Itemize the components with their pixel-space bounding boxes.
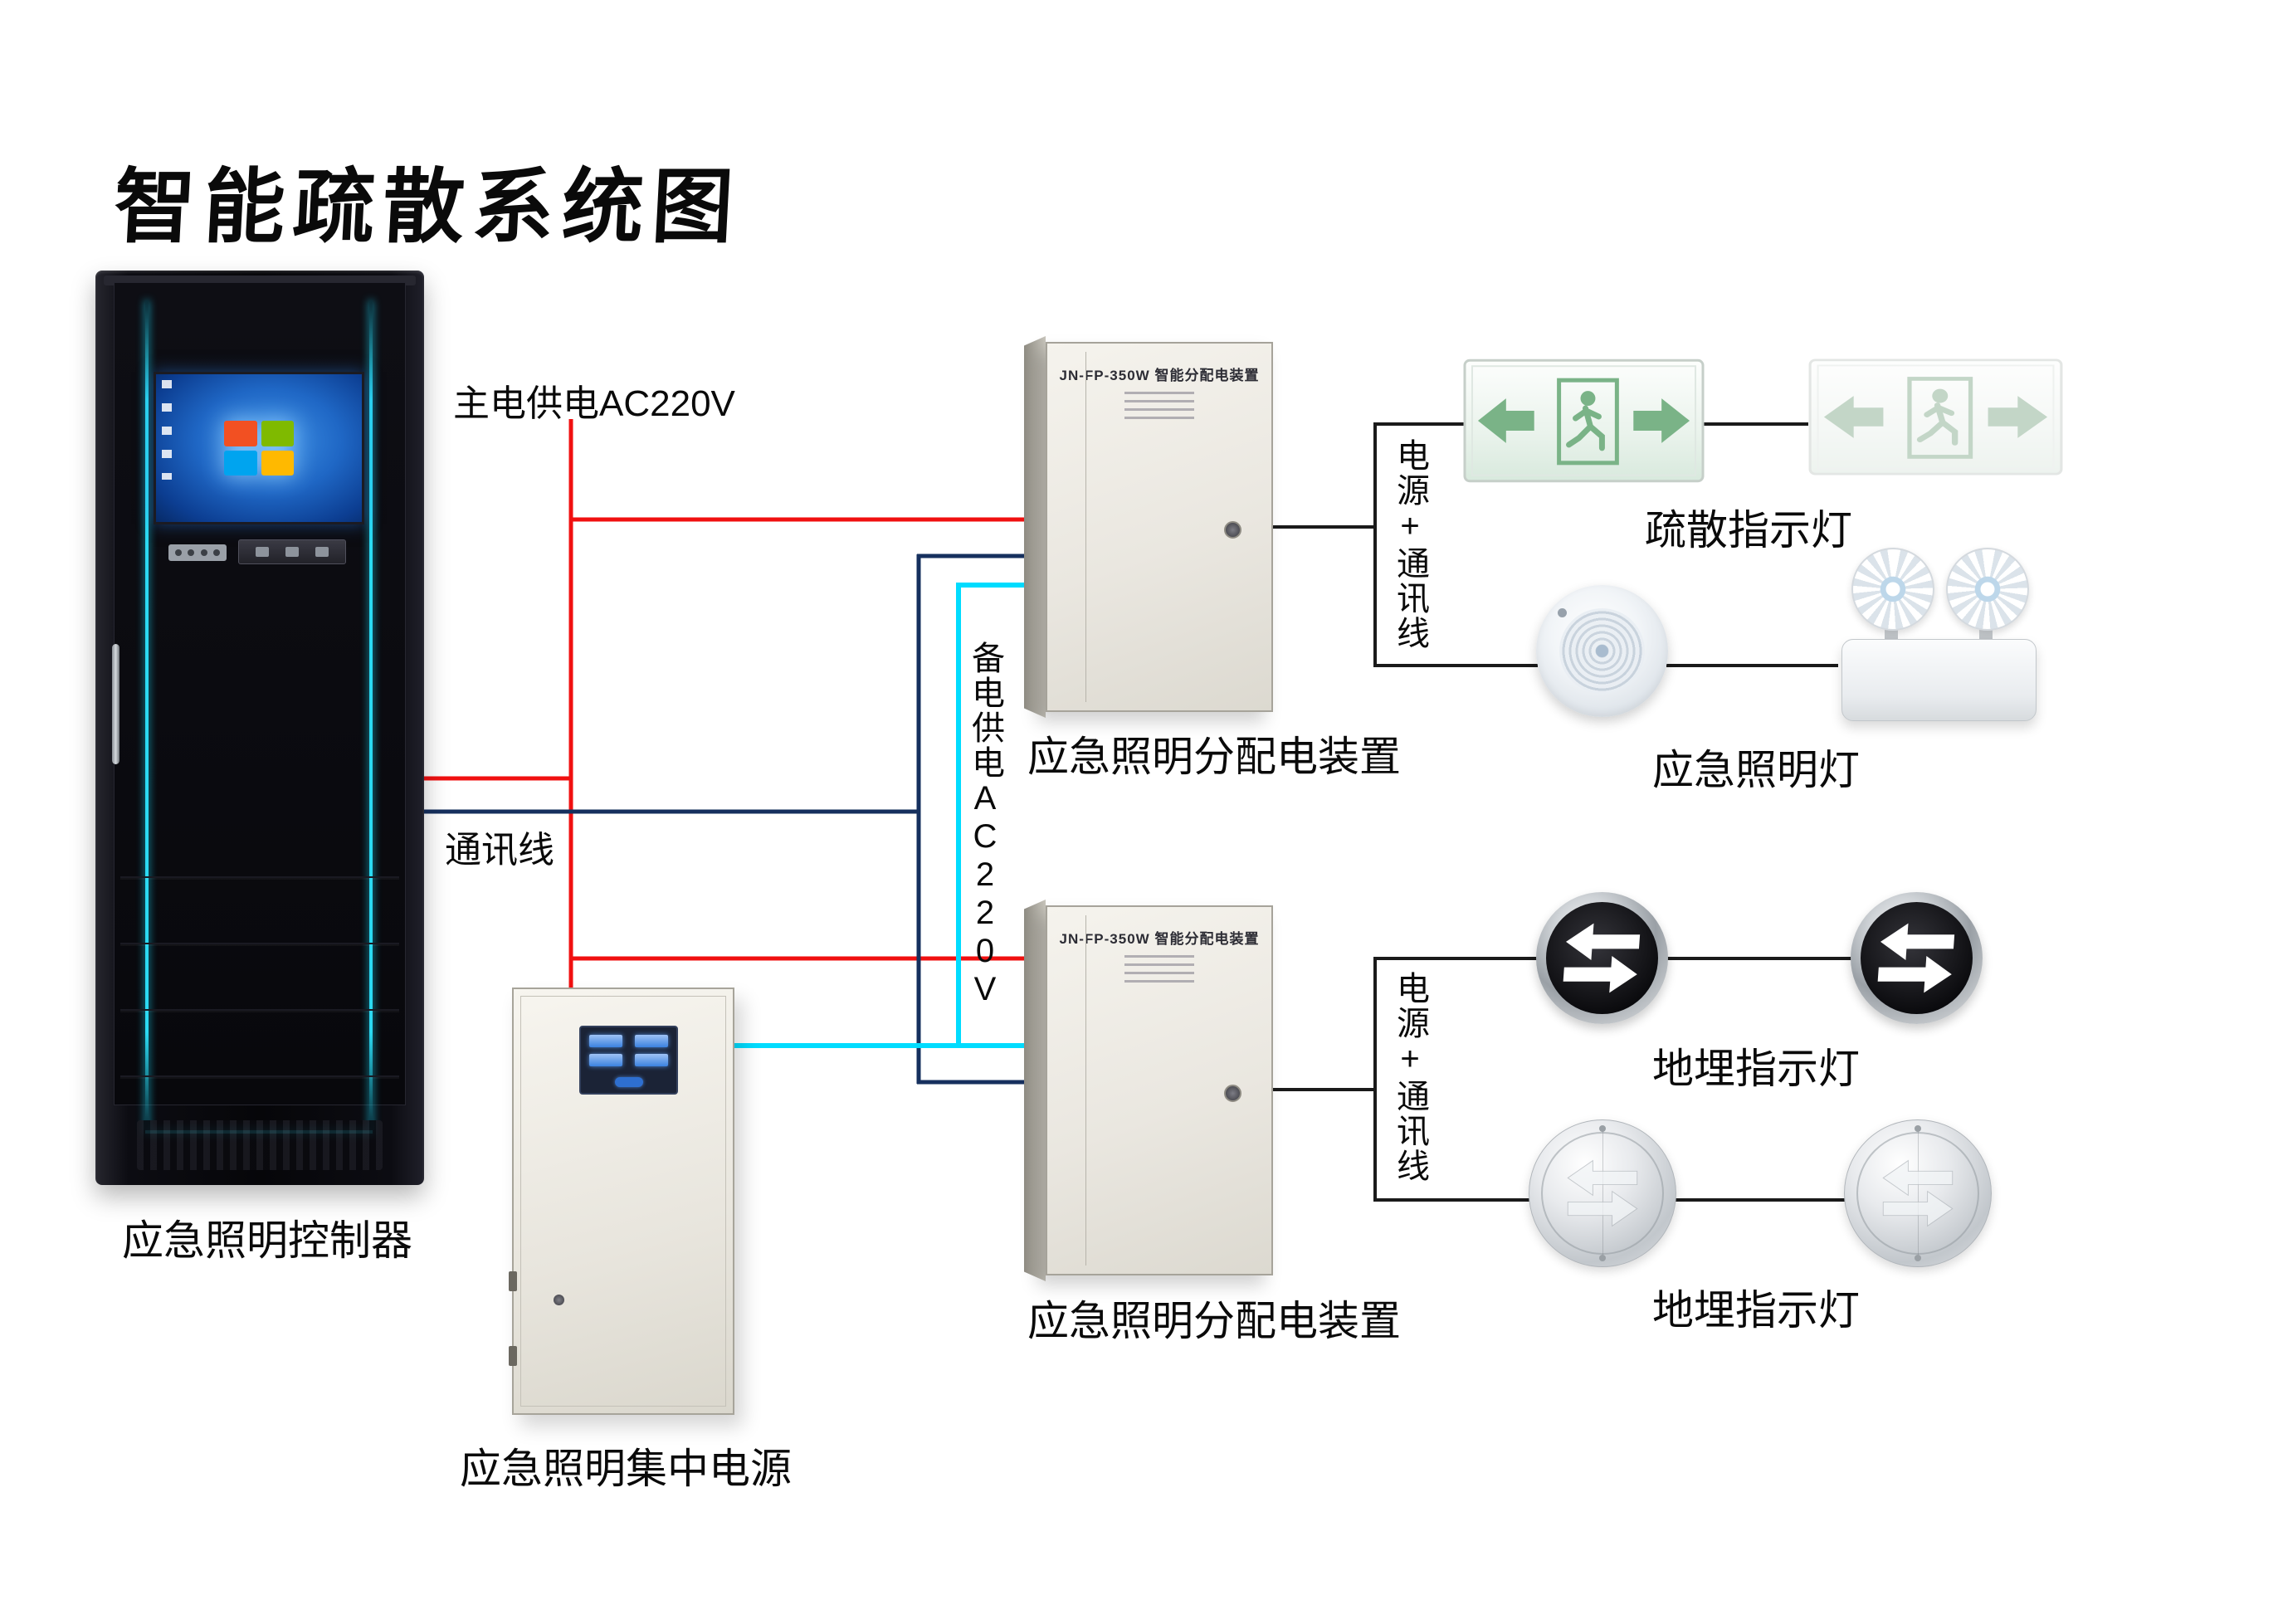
distribution-box-front: JN-FP-350W 智能分配电装置: [1046, 905, 1273, 1275]
ground-light-black-label: 地埋指示灯: [1652, 1046, 1860, 1092]
cabinet-monitor: [154, 372, 364, 524]
right-arrow-icon: [1988, 396, 2048, 438]
left-arrow-icon: [1823, 396, 1884, 438]
exit-sign-graphic: [1463, 358, 1705, 483]
running-man-icon: [1916, 388, 1958, 446]
screw-icon: [1915, 1125, 1921, 1132]
distribution-2-label: 应急照明分配电装置: [1027, 1298, 1401, 1344]
main-power-label: 主电供电AC220V: [453, 383, 735, 424]
distribution-box-side-panel: [1024, 900, 1046, 1281]
door-seam: [1085, 915, 1086, 1266]
desktop-icons: [162, 380, 172, 480]
exit-sign-graphic: [1808, 358, 2063, 475]
screw-icon: [1599, 1125, 1606, 1132]
central-power-box: [509, 988, 734, 1415]
exit-sign-label: 疏散指示灯: [1645, 507, 1852, 554]
lock-icon: [1224, 521, 1241, 539]
distribution-box-front: JN-FP-350W 智能分配电装置: [1046, 342, 1273, 712]
etched-arrow-icon: [1567, 1159, 1638, 1227]
double-arrow-icon: [1563, 923, 1641, 993]
power-comm-label-2: 电源+通讯线: [1392, 971, 1428, 1183]
bezel-ring: [1541, 1132, 1664, 1255]
power-box-button: [614, 1077, 643, 1087]
lamp-head-icon: [1851, 548, 1934, 631]
page-title: 智能疏散系统图: [111, 159, 744, 255]
cabinet-indicator-panel: [168, 544, 227, 561]
running-man-icon: [1566, 391, 1605, 451]
seam-line: [1602, 1130, 1603, 1256]
bezel-ring: [1856, 1132, 1979, 1255]
ceiling-emergency-light: [1536, 585, 1668, 717]
backup-power-wires: [729, 583, 1029, 1048]
twin-spot-emergency-light: [1837, 541, 2041, 724]
power-comm-label-1: 电源+通讯线: [1392, 438, 1428, 651]
power-box-hinge: [509, 1271, 517, 1291]
distribution-box-2: JN-FP-350W 智能分配电装置: [1024, 900, 1273, 1281]
exit-sign-2: [1808, 358, 2063, 475]
power-box-lock-icon: [554, 1295, 564, 1305]
door-seam: [1085, 352, 1086, 702]
light-face: [1861, 902, 1973, 1014]
controller-label: 应急照明控制器: [122, 1217, 412, 1264]
device-wires: [1271, 422, 1852, 1202]
screw-icon: [1915, 1255, 1921, 1261]
comm-line-label: 通讯线: [445, 830, 554, 871]
lamp-head-icon: [1946, 548, 2029, 631]
backup-power-label: 备电供电AC220V: [967, 641, 1003, 1009]
power-box-hinge: [509, 1346, 517, 1366]
power-box-door-seam: [520, 996, 726, 1407]
cabinet-vent-grille: [137, 1120, 383, 1170]
ground-indicator-silver-2: [1844, 1119, 1992, 1267]
right-arrow-icon: [1633, 398, 1690, 443]
ground-indicator-black-1: [1536, 892, 1668, 1024]
door-frame-icon: [1557, 378, 1619, 466]
lamp-body: [1841, 639, 2037, 721]
ground-indicator-black-2: [1851, 892, 1983, 1024]
cabinet-control-panel: [238, 539, 346, 564]
distribution-box-model-text: JN-FP-350W 智能分配电装置: [1059, 931, 1260, 947]
distribution-box-side-panel: [1024, 336, 1046, 718]
emergency-light-label: 应急照明灯: [1652, 747, 1860, 793]
windows-logo-icon: [224, 421, 294, 475]
etched-arrow-icon: [1882, 1159, 1954, 1227]
distribution-box-model-text: JN-FP-350W 智能分配电装置: [1059, 368, 1260, 383]
sensor-dot: [1558, 608, 1567, 617]
indicator-marks: [1124, 955, 1194, 985]
ground-indicator-silver-1: [1529, 1119, 1676, 1267]
distribution-1-label: 应急照明分配电装置: [1027, 734, 1401, 780]
indicator-marks: [1124, 392, 1194, 422]
exit-sign-1: [1463, 358, 1705, 483]
cabinet-handle: [112, 644, 120, 764]
main-power-wires: [422, 419, 1029, 989]
power-box-display: [579, 1026, 678, 1095]
comm-wires: [422, 554, 1029, 1085]
screw-icon: [1599, 1255, 1606, 1261]
distribution-box-1: JN-FP-350W 智能分配电装置: [1024, 336, 1273, 718]
light-core: [1595, 644, 1609, 658]
controller-cabinet: [95, 271, 424, 1185]
double-arrow-icon: [1877, 923, 1955, 993]
ground-light-silver-label: 地埋指示灯: [1652, 1287, 1860, 1334]
cabinet-led-strip-left: [145, 300, 149, 1132]
door-frame-icon: [1907, 377, 1973, 459]
cabinet-rack-units: [120, 876, 399, 1125]
lock-icon: [1224, 1085, 1241, 1102]
seam-line: [1918, 1130, 1919, 1256]
central-power-label: 应急照明集中电源: [460, 1446, 792, 1492]
cabinet-led-strip-right: [369, 300, 373, 1132]
left-arrow-icon: [1477, 398, 1534, 443]
light-face: [1546, 902, 1658, 1014]
